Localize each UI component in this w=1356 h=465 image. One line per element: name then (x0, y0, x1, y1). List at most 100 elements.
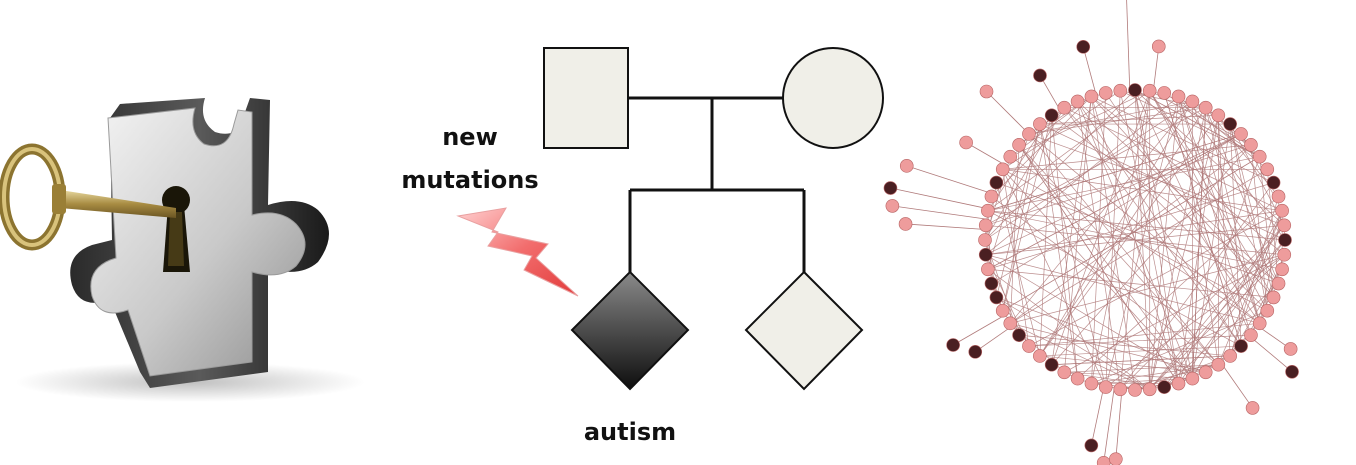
network-edge (987, 210, 1286, 241)
network-node (1266, 175, 1281, 190)
network-node (1057, 100, 1072, 115)
network-node (1003, 149, 1018, 164)
network-node (995, 303, 1010, 318)
network-edge (1039, 101, 1193, 357)
network-node (1223, 349, 1237, 363)
network-edge (1010, 168, 1268, 324)
puzzle-key-icon (0, 98, 365, 402)
network-edge (1149, 107, 1207, 390)
network-edge (1051, 114, 1279, 284)
affected-child-diamond (570, 270, 690, 391)
network-edge (1218, 210, 1283, 365)
network-nodes (978, 83, 1292, 397)
network-spoke-edge (975, 325, 1013, 353)
network-node (1044, 108, 1059, 123)
network-edge (984, 101, 1193, 241)
network-node (1185, 371, 1200, 386)
network-spoke-edge (965, 142, 1006, 166)
network-node (1211, 357, 1226, 372)
network-node (1198, 100, 1213, 115)
network-edge (1134, 89, 1151, 390)
network-node (1234, 339, 1248, 353)
lightning-bolt-icon (456, 207, 579, 297)
network-edge (996, 123, 1041, 298)
network-edge (1010, 322, 1206, 373)
network-edge (1018, 144, 1179, 384)
gene-network (883, 0, 1299, 465)
network-node (1271, 276, 1286, 291)
network-edge (987, 210, 1242, 347)
network-node (1275, 203, 1289, 218)
network-node (1271, 189, 1286, 204)
network-edge (1010, 323, 1150, 390)
mother-circle (782, 47, 884, 149)
network-node (1070, 371, 1085, 386)
network-spoke-edge (1126, 0, 1131, 91)
network-edge (985, 254, 1260, 324)
network-outer-node (1285, 364, 1299, 379)
network-node (1244, 328, 1258, 342)
network-outer-node (959, 135, 973, 150)
network-spoke-edge (1152, 46, 1160, 92)
network-node (1266, 290, 1281, 305)
network-edge (996, 297, 1206, 373)
network-edge (1205, 107, 1279, 284)
network-edge (1077, 101, 1242, 347)
network-edge (1009, 144, 1020, 324)
network-node (1278, 233, 1292, 247)
network-node (989, 175, 1004, 190)
network-edge (987, 156, 1260, 212)
network-edge (1229, 210, 1283, 357)
network-node (1211, 108, 1226, 123)
network-node (1044, 357, 1059, 372)
network-spoke-edge (1220, 362, 1253, 409)
network-node (1057, 365, 1072, 380)
network-edge (1229, 123, 1268, 311)
network-outer-node (1245, 401, 1260, 415)
network-node (1098, 86, 1113, 100)
network-edge (1229, 196, 1279, 357)
network-node (1022, 127, 1036, 141)
network-outer-node (1283, 342, 1298, 356)
network-edge (987, 90, 1150, 212)
network-edge (1051, 90, 1151, 365)
network-edge (1039, 123, 1286, 241)
network-outer-node (885, 199, 900, 213)
network-outer-node (883, 181, 898, 195)
network-node (1275, 262, 1289, 277)
network-node (1084, 376, 1099, 391)
network-spoke-edge (986, 91, 1030, 135)
network-edge (1028, 101, 1193, 135)
network-edge (1039, 115, 1219, 357)
network-edge (1039, 115, 1053, 356)
network-spoke-edge (906, 165, 993, 195)
network-outer-node (1033, 68, 1047, 83)
network-edge (985, 107, 1206, 226)
network-node (1128, 383, 1142, 397)
network-edge (987, 133, 1242, 270)
network-spoke-edge (892, 205, 987, 220)
network-edge (1002, 90, 1121, 170)
network-node (1185, 94, 1200, 109)
network-node (1022, 339, 1036, 353)
network-spoke-edge (1103, 388, 1115, 463)
network-edge (1039, 123, 1107, 388)
network-edge (1134, 89, 1179, 384)
network-spoke-edge (1082, 46, 1097, 96)
network-node (1084, 89, 1099, 104)
network-outer-node (898, 217, 913, 231)
network-edge (985, 133, 1242, 256)
network-edge (1178, 96, 1219, 365)
network-spokes (883, 0, 1299, 465)
network-node (978, 233, 992, 247)
network-node (1277, 247, 1292, 262)
network-edge (1192, 101, 1261, 324)
network-edge (1028, 322, 1260, 347)
network-edge (1178, 96, 1286, 241)
network-node (1070, 94, 1085, 109)
network-spoke-edge (952, 314, 1006, 346)
network-edge (985, 210, 1283, 256)
network-node (1033, 117, 1047, 131)
network-edge (1077, 101, 1279, 284)
network-edge (985, 224, 1285, 256)
